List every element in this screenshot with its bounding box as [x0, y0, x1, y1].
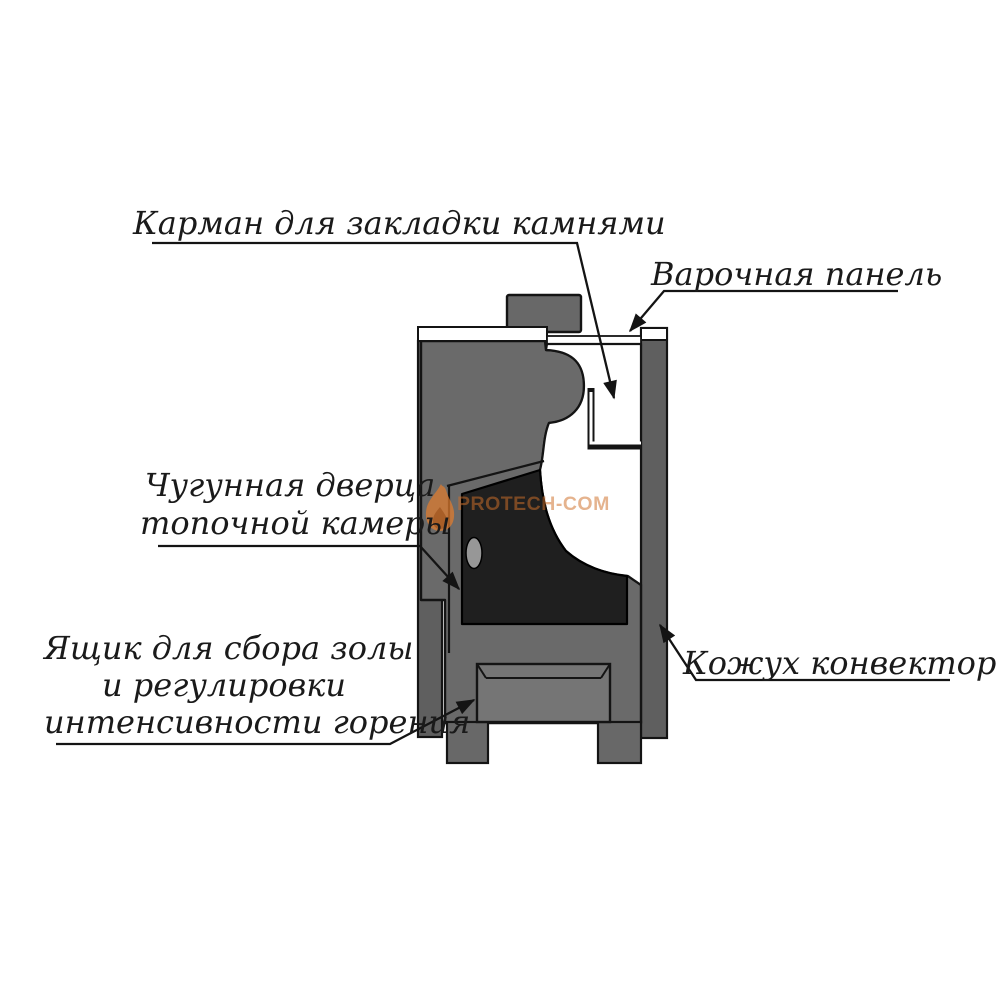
label-ash-box-line3: интенсивности горения: [44, 703, 471, 741]
stone-pocket-wall-inner: [589, 392, 641, 445]
label-stone-pocket: Карман для закладки камнями: [133, 204, 666, 242]
label-stone-pocket-text: Карман для закладки камнями: [133, 204, 666, 242]
door-handle: [465, 536, 483, 570]
leader-ash-box: [56, 698, 476, 746]
leader-firebox-door: [158, 544, 461, 591]
label-firebox-door: Чугунная дверца топочной камеры: [140, 466, 451, 542]
label-convector-casing: Кожух конвектор: [683, 644, 997, 682]
label-convector-casing-text: Кожух конвектор: [683, 644, 997, 682]
leader-convector-casing: [659, 623, 950, 682]
flame-icon-core: [433, 507, 447, 529]
right-leg: [596, 720, 643, 765]
leader-lines: [56, 241, 950, 746]
label-ash-box-line1: Ящик для сбора золы: [44, 629, 414, 667]
watermark-text: PROTECH-COM: [457, 493, 610, 515]
label-firebox-door-line2: топочной камеры: [140, 504, 451, 542]
drawer-bevel-right: [600, 663, 611, 679]
recess-bevel-line: [446, 459, 545, 488]
top-trim-band: [417, 326, 548, 342]
leader-cooking-panel: [628, 289, 898, 333]
left-leg: [445, 720, 490, 765]
ash-drawer: [475, 662, 612, 724]
watermark: PROTECH-COM: [425, 484, 610, 531]
label-ash-box: Ящик для сбора золы и регулировки интенс…: [44, 629, 471, 741]
leader-stone-pocket: [152, 241, 617, 400]
convector-casing-column: [639, 326, 669, 740]
convector-casing-cap: [640, 327, 668, 341]
label-cooking-panel-text: Варочная панель: [651, 255, 943, 293]
drawer-bevel-left: [476, 663, 487, 679]
firebox-door: [460, 468, 629, 626]
label-cooking-panel: Варочная панель: [651, 255, 943, 293]
label-ash-box-line2: и регулировки: [101, 666, 346, 704]
label-firebox-door-line1: Чугунная дверца: [144, 466, 436, 504]
